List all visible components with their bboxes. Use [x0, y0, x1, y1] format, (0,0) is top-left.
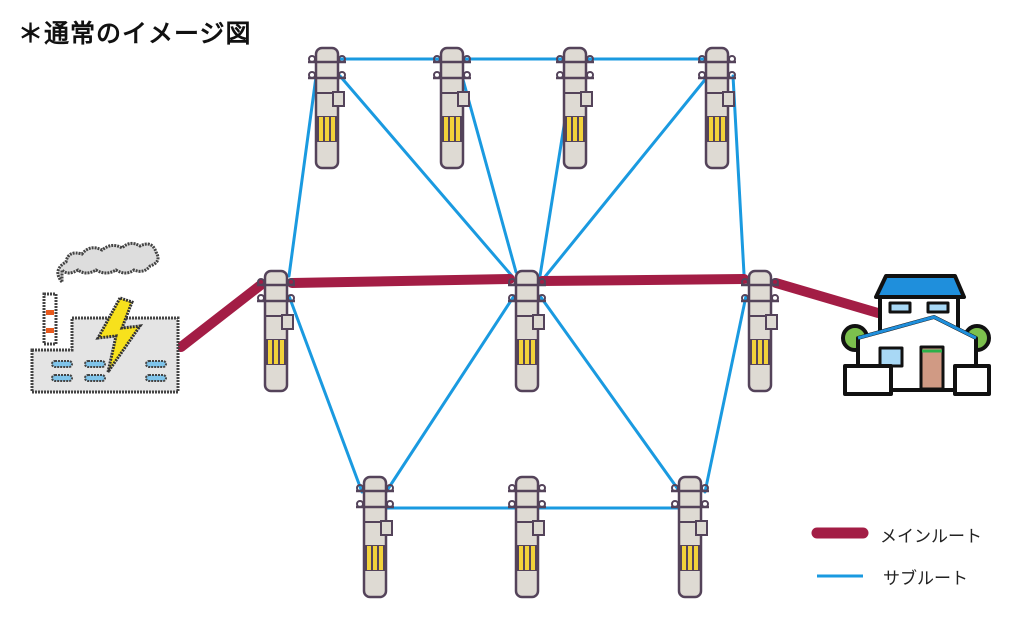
utility-pole [506, 269, 548, 393]
utility-pole [554, 46, 596, 170]
utility-pole [696, 46, 738, 170]
sub-route [538, 294, 682, 494]
sub-route [287, 294, 364, 494]
sub-route [338, 74, 514, 278]
utility-pole [506, 475, 548, 599]
main-route [176, 279, 267, 352]
utility-pole [354, 475, 396, 599]
sub-route [460, 74, 518, 274]
utility-pole [306, 46, 348, 170]
diagram-title: ＊通常のイメージ図 [18, 19, 252, 48]
legend-main-route-label: メインルート [880, 527, 982, 547]
legend-sub-route-label: サブルート [883, 569, 968, 589]
utility-pole [669, 475, 711, 599]
sub-route [384, 294, 516, 494]
main-route [537, 274, 749, 286]
house-icon [841, 274, 991, 396]
sub-route [731, 74, 746, 276]
main-route [771, 278, 883, 318]
power-plant-icon [30, 241, 180, 394]
sub-route [542, 74, 710, 280]
utility-pole [739, 269, 781, 393]
utility-pole [431, 46, 473, 170]
main-route-lines [176, 274, 883, 352]
sub-route-lines [287, 57, 748, 510]
main-route [287, 274, 515, 288]
sub-route [287, 60, 320, 278]
sub-route [703, 294, 748, 494]
